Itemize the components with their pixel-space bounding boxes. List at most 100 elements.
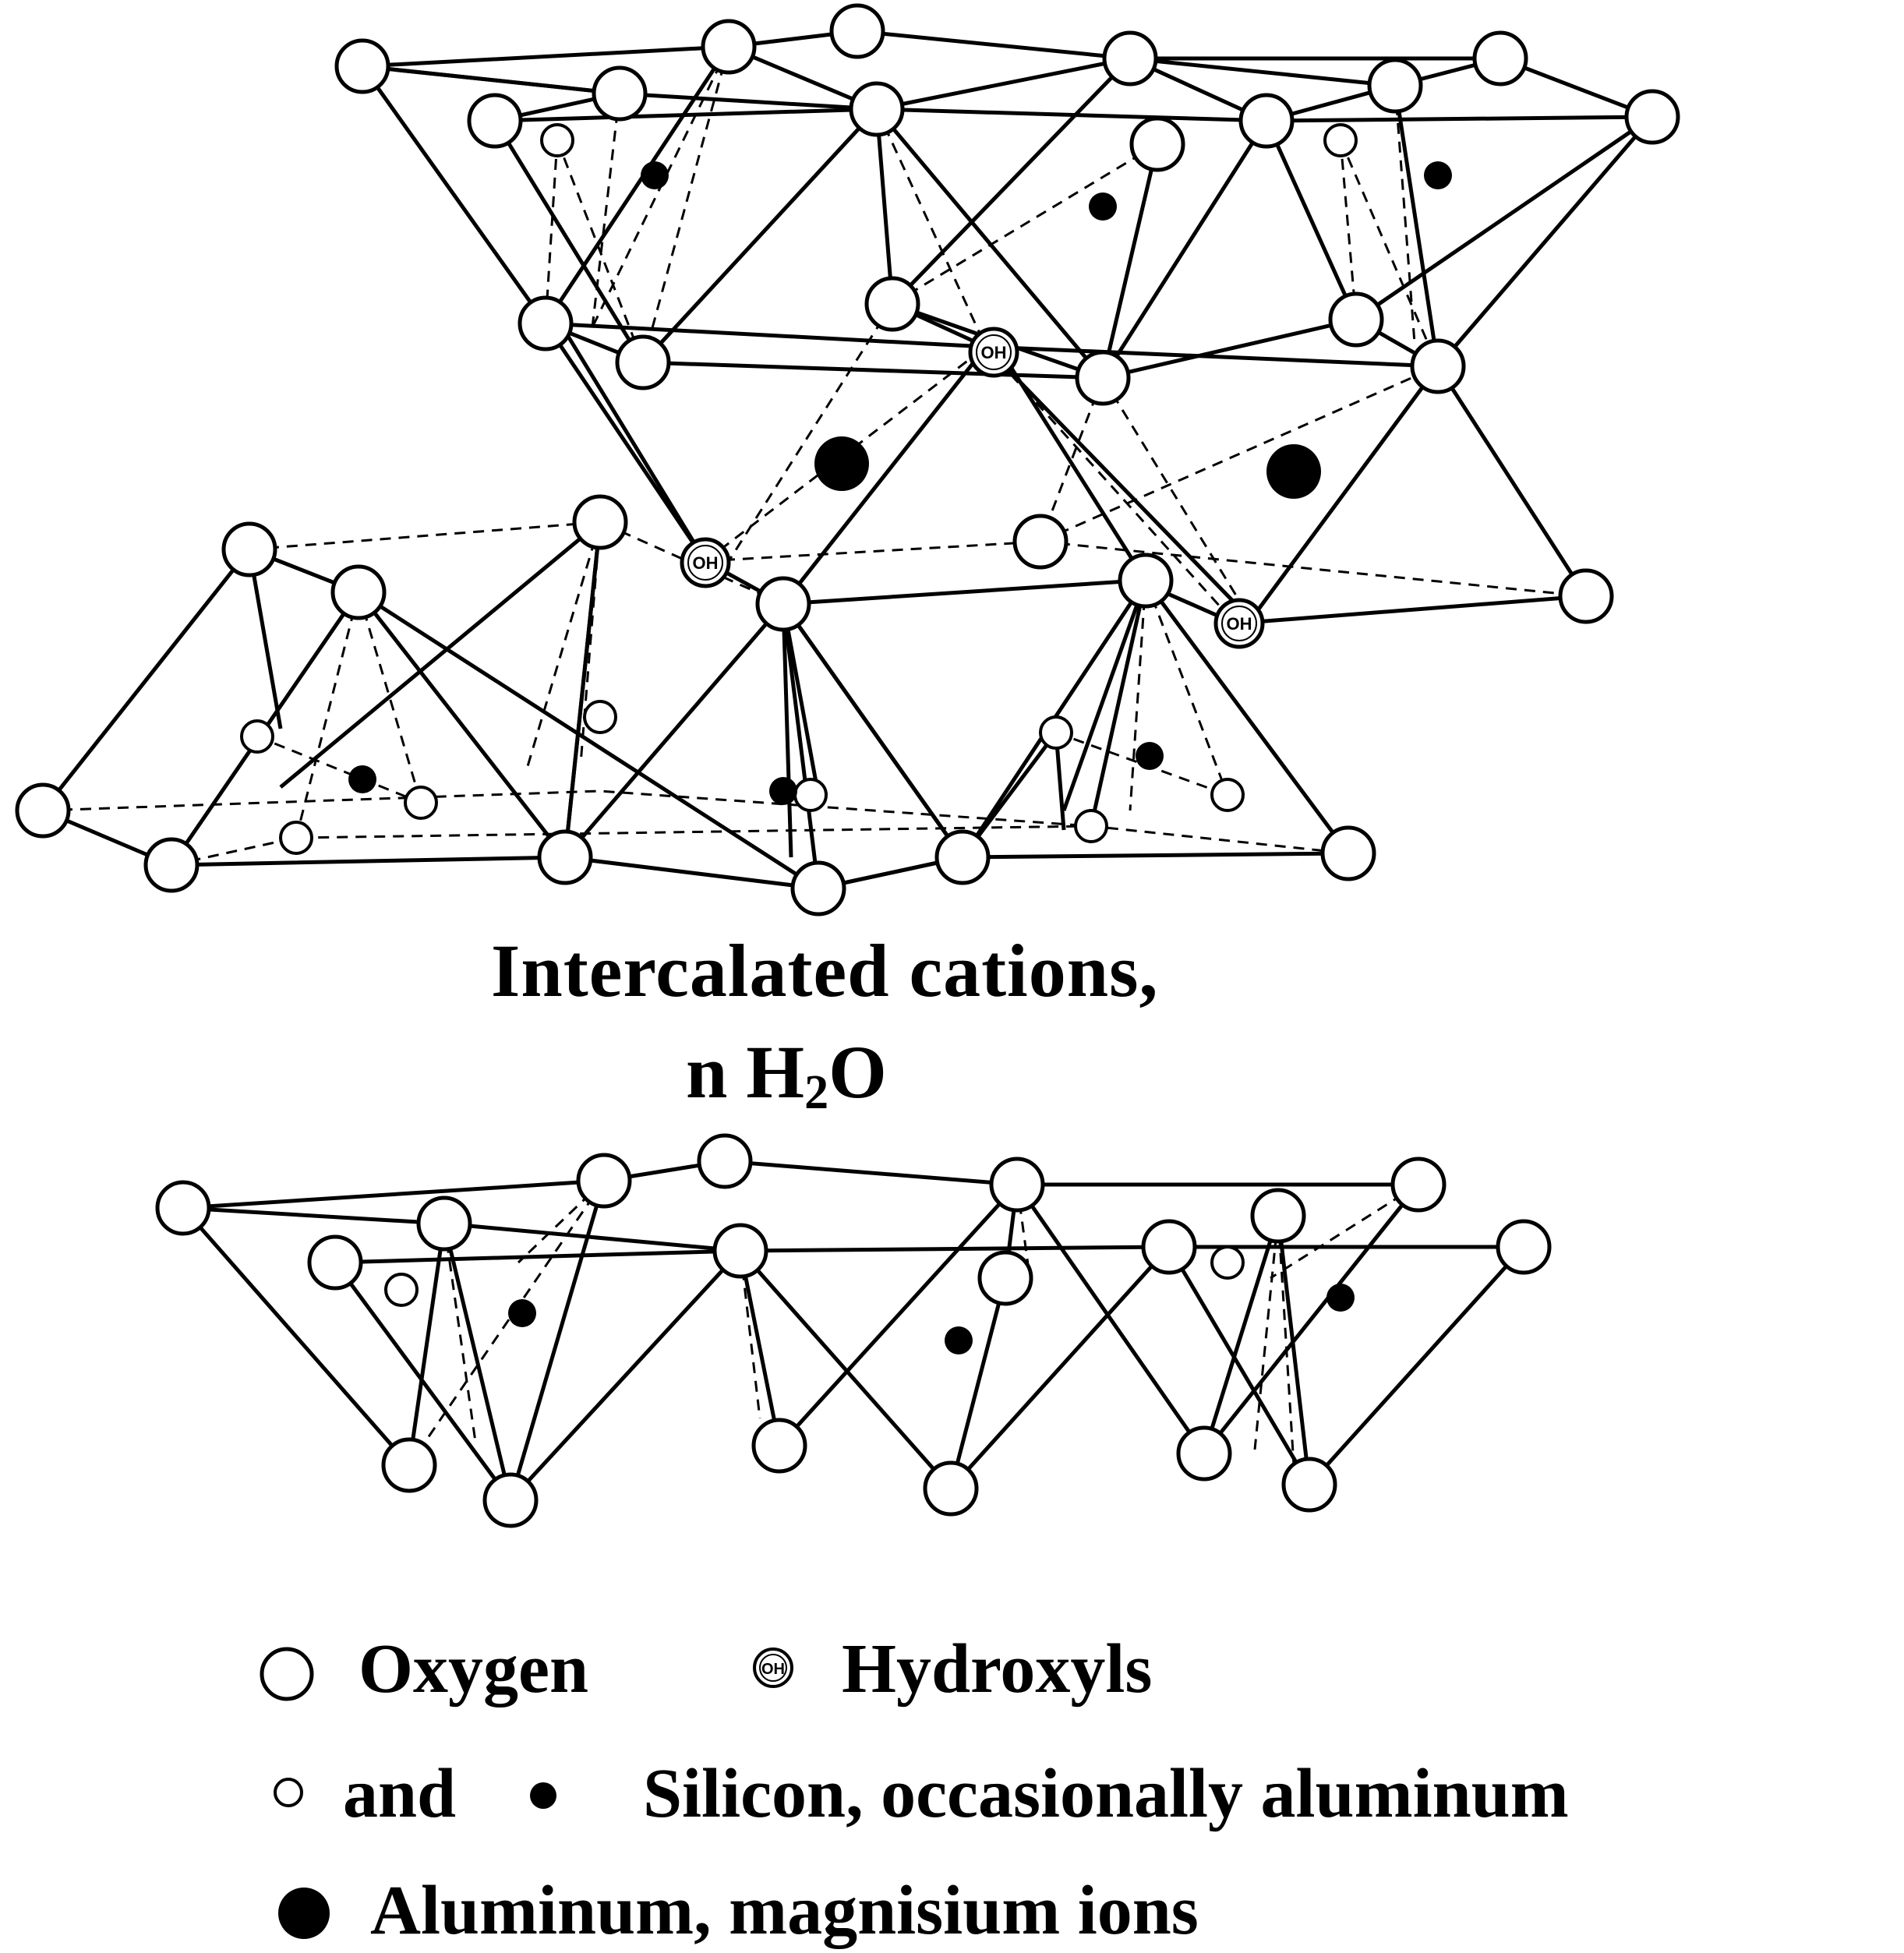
oxygen-atom <box>307 1234 363 1291</box>
oxygen-atom <box>1558 568 1614 624</box>
oxygen-atom <box>330 564 387 620</box>
oxygen-atom <box>467 93 523 149</box>
oxygen-atom <box>712 1223 768 1279</box>
legend-ion-icon <box>278 1888 330 1939</box>
legend-oxygen-icon <box>260 1647 314 1701</box>
oxygen-atom <box>1281 1457 1337 1513</box>
oxygen-atom <box>334 38 390 94</box>
oxygen-atom <box>1328 291 1384 348</box>
octahedral-sheet <box>543 303 1588 858</box>
oxygen-atom <box>934 829 991 885</box>
oxygen-atom <box>155 1180 211 1236</box>
silicon-open-atom <box>1323 123 1358 157</box>
oxygen-atom <box>1624 89 1680 145</box>
oxygen-atom <box>697 1133 753 1189</box>
caption-intercalated-cations: Intercalated cations, <box>491 929 1159 1012</box>
legend-hydroxyls-label: Hydroxyls <box>842 1630 1153 1708</box>
legend-silicon-filled-icon <box>530 1782 556 1809</box>
oxygen-atom <box>1367 58 1423 114</box>
oxygen-atom <box>1238 93 1295 149</box>
oxygen-atom <box>1075 350 1131 406</box>
silicon-open-atom <box>384 1273 419 1307</box>
oxygen-atom <box>1320 825 1376 881</box>
hydroxyl-label: OH <box>693 553 719 573</box>
silicon-filled-atom <box>1136 742 1164 770</box>
legend-and-label: and <box>343 1755 457 1832</box>
oxygen-atom <box>829 3 885 59</box>
oxygen-atom <box>416 1195 472 1252</box>
silicon-open-atom <box>404 786 438 820</box>
legend-silicon-open-icon <box>274 1778 303 1807</box>
silicon-open-atom <box>240 719 274 754</box>
silicon-filled-atom <box>945 1326 973 1354</box>
caption-water: n H2O <box>686 1030 887 1119</box>
hydroxyl-label: OH <box>1227 614 1252 634</box>
oxygen-atom <box>923 1460 979 1517</box>
hydroxyl-label: OH <box>981 343 1007 362</box>
oxygen-atom <box>1496 1219 1552 1275</box>
silicon-filled-atom <box>641 161 669 189</box>
oxygen-atom <box>1472 30 1528 87</box>
oxygen-atom <box>1250 1188 1306 1244</box>
silicon-filled-atoms <box>348 161 1452 1354</box>
silicon-filled-atom <box>1326 1284 1355 1312</box>
oxygen-atoms <box>15 3 1680 1528</box>
oxygen-atom <box>518 295 574 351</box>
oxygen-atom <box>864 276 920 332</box>
oxygen-atom <box>755 576 811 632</box>
oxygen-atom <box>1410 338 1466 394</box>
silicon-filled-atom <box>1424 161 1452 189</box>
oxygen-atom <box>537 829 593 885</box>
lower-tetrahedral-sheet <box>182 1159 1525 1505</box>
hydroxyl-atom: OH <box>1213 598 1265 649</box>
silicon-filled-atom <box>1089 192 1117 221</box>
hydroxyl-atom: OH <box>680 537 731 588</box>
oxygen-atom <box>790 860 846 916</box>
oxygen-atom <box>701 19 757 75</box>
aluminum-magnesium-ion <box>1266 444 1321 499</box>
oxygen-atom <box>15 782 71 839</box>
oxygen-atom <box>1176 1425 1232 1482</box>
oxygen-atom <box>143 837 200 893</box>
legend-silicon-label: Silicon, occasionally aluminum <box>643 1755 1569 1832</box>
silicon-open-atom <box>1039 715 1073 750</box>
silicon-open-atom <box>1210 778 1245 812</box>
oxygen-atom <box>1102 30 1158 87</box>
oxygen-atom <box>1012 514 1069 570</box>
silicon-filled-atom <box>508 1299 536 1327</box>
oxygen-atom <box>615 334 671 390</box>
legend-oxygen-label: Oxygen <box>359 1630 589 1708</box>
oxygen-atom <box>849 81 905 137</box>
hydroxyl-groups: OH OH OH <box>680 327 1265 649</box>
silicon-open-atom <box>583 700 617 734</box>
silicon-open-atoms <box>240 123 1358 1307</box>
oxygen-atom <box>572 494 628 550</box>
oxygen-atom <box>381 1437 437 1493</box>
oxygen-atom <box>1390 1157 1447 1213</box>
aluminum-magnesium-ions <box>814 436 1321 499</box>
silicon-filled-atom <box>348 765 376 793</box>
silicon-open-atom <box>1210 1245 1245 1280</box>
silicon-open-atom <box>540 123 574 157</box>
oxygen-atom <box>751 1418 807 1474</box>
silicon-open-atom <box>1074 809 1108 843</box>
svg-text:OH: OH <box>761 1661 785 1678</box>
oxygen-atom <box>221 521 277 577</box>
hydroxyl-atom: OH <box>968 327 1019 378</box>
oxygen-atom <box>482 1472 539 1528</box>
oxygen-atom <box>1129 116 1185 172</box>
oxygen-atom <box>1141 1219 1197 1275</box>
silicon-open-atom <box>793 778 828 812</box>
oxygen-atom <box>977 1250 1033 1306</box>
silicon-filled-atom <box>769 777 797 805</box>
legend-aluminum-magnesium-label: Aluminum, magnisium ions <box>370 1872 1199 1949</box>
oxygen-atom <box>576 1153 632 1209</box>
oxygen-atom <box>989 1157 1045 1213</box>
silicon-open-atom <box>279 821 313 855</box>
legend-symbols: OH <box>260 1647 793 1939</box>
legend-hydroxyl-icon: OH <box>753 1648 793 1688</box>
oxygen-atom <box>1118 553 1174 609</box>
aluminum-magnesium-ion <box>814 436 869 491</box>
oxygen-atom <box>592 65 648 122</box>
